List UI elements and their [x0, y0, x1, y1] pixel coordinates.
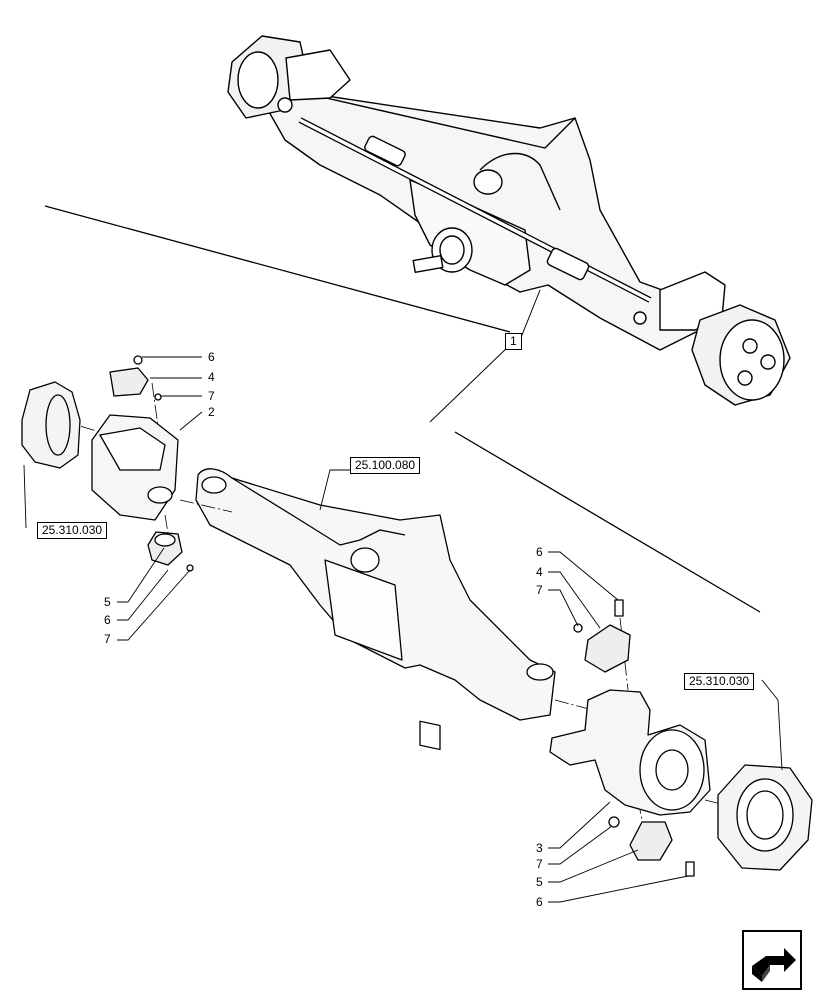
axle-housing-part — [195, 468, 556, 751]
callout-number: 7 — [208, 389, 215, 403]
callout-number: 4 — [536, 565, 543, 579]
divider-line — [44, 205, 511, 333]
right-hub-reference-label: 25.310.030 — [684, 673, 755, 690]
callout-number: 6 — [536, 545, 543, 559]
callout-number: 5 — [104, 595, 111, 609]
left-knuckle-part — [21, 355, 194, 572]
callout-number: 2 — [208, 405, 215, 419]
callout-number: 4 — [208, 370, 215, 384]
callout-number: 5 — [536, 875, 543, 889]
assembled-axle — [227, 35, 791, 406]
next-page-button[interactable] — [742, 930, 802, 990]
callout-number: 6 — [104, 613, 111, 627]
assembly-reference-label: 1 — [505, 333, 522, 350]
callout-number: 7 — [536, 583, 543, 597]
divider-line — [454, 431, 761, 613]
callout-number: 7 — [536, 857, 543, 871]
callout-number: 3 — [536, 841, 543, 855]
callout-number: 6 — [536, 895, 543, 909]
callout-number: 6 — [208, 350, 215, 364]
callout-number: 7 — [104, 632, 111, 646]
right-knuckle-part — [549, 599, 813, 877]
next-page-arrow-icon — [752, 948, 796, 982]
left-hub-reference-label: 25.310.030 — [37, 522, 108, 539]
axle-housing-reference-label: 25.100.080 — [350, 457, 421, 474]
